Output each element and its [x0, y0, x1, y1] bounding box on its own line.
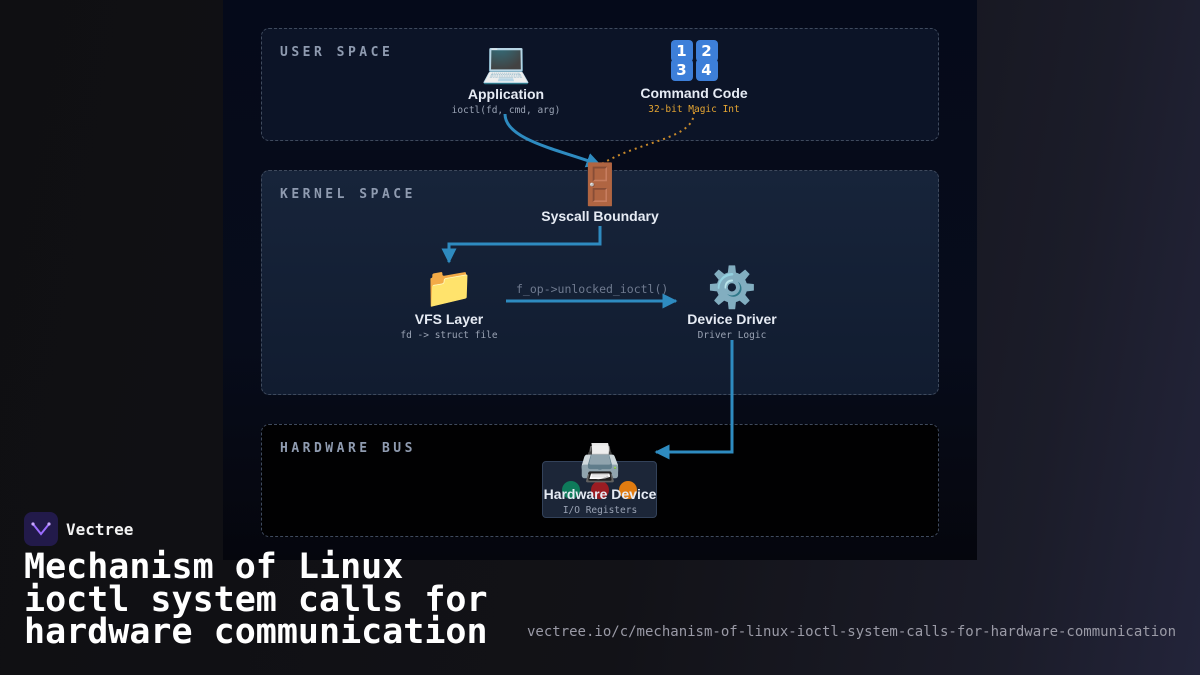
arrow-syscall-to-vfs	[441, 226, 602, 264]
laptop-icon: 💻	[481, 40, 531, 86]
command-code-subtitle: 32-bit Magic Int	[648, 104, 740, 115]
vfs-layer-subtitle: fd -> struct file	[400, 330, 498, 341]
device-driver-subtitle: Driver Logic	[697, 330, 767, 341]
application-node: 💻 Application ioctl(fd, cmd, arg)	[440, 40, 572, 116]
led-orange-icon	[619, 481, 637, 499]
syscall-boundary-node: 🚪 Syscall Boundary	[530, 162, 670, 224]
device-driver-title: Device Driver	[687, 311, 777, 327]
device-driver-node: ⚙️ Device Driver Driver Logic	[672, 265, 792, 341]
zone-label-user: USER SPACE	[280, 45, 394, 60]
door-icon: 🚪	[575, 162, 625, 208]
printer-icon: 🖨️	[577, 443, 623, 484]
led-green-icon	[562, 481, 580, 499]
vectree-logo-icon	[24, 512, 58, 546]
hardware-device-subtitle: I/O Registers	[562, 505, 638, 516]
hardware-device-box	[542, 461, 657, 518]
brand: Vectree	[24, 512, 133, 546]
application-subtitle: ioctl(fd, cmd, arg)	[451, 105, 561, 116]
vfs-layer-node: 📁 VFS Layer fd -> struct file	[389, 265, 509, 341]
syscall-boundary-title: Syscall Boundary	[541, 208, 659, 224]
arrow-driver-to-hardware	[654, 340, 734, 460]
gear-icon: ⚙️	[707, 265, 757, 311]
led-red-icon	[591, 481, 609, 499]
zone-label-hardware: HARDWARE BUS	[280, 441, 416, 456]
brand-name: Vectree	[66, 519, 134, 539]
vfs-layer-title: VFS Layer	[414, 311, 484, 327]
command-code-title: Command Code	[640, 85, 748, 101]
arrow-command-to-syscall	[599, 111, 695, 166]
page-url[interactable]: vectree.io/c/mechanism-of-linux-ioctl-sy…	[526, 624, 1176, 640]
hardware-device-title: Hardware Device	[543, 486, 657, 502]
application-title: Application	[467, 86, 545, 102]
page-title: Mechanism of Linux ioctl system calls fo…	[24, 547, 488, 652]
zone-label-kernel: KERNEL SPACE	[280, 187, 416, 202]
arrow-app-to-syscall	[503, 113, 602, 168]
kernel-space-zone: KERNEL SPACE	[261, 170, 939, 395]
edge-label-unlocked-ioctl: f_op->unlocked_ioctl()	[516, 282, 669, 296]
user-space-zone: USER SPACE	[261, 28, 939, 141]
folder-icon: 📁	[424, 265, 474, 311]
hardware-device-node: 🖨️ Hardware Device I/O Registers	[540, 442, 660, 516]
